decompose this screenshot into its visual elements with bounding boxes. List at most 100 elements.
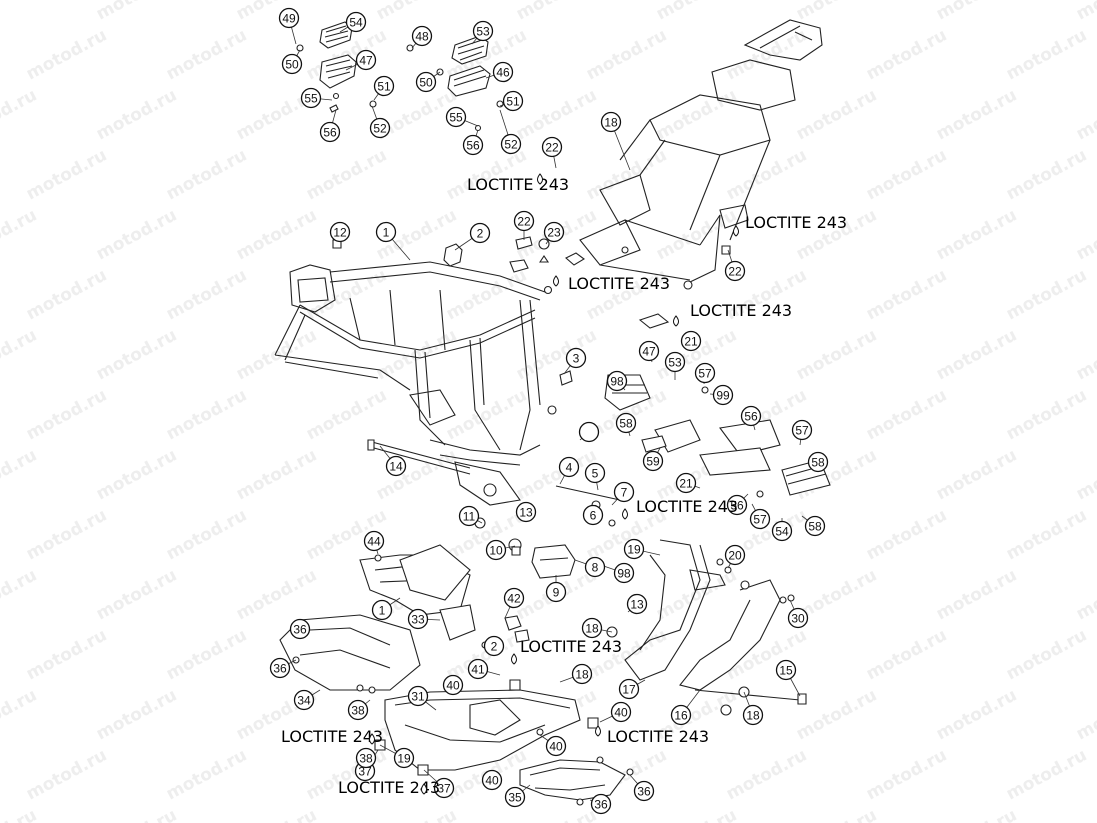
part-callout-51: 51	[502, 90, 524, 112]
callout-number: 98	[610, 375, 624, 389]
callout-circle	[319, 121, 341, 143]
part-callout-15: 15	[775, 659, 797, 681]
callout-number: 22	[545, 141, 559, 155]
callout-number: 53	[668, 356, 682, 370]
callout-circle	[804, 515, 826, 537]
callout-circle	[638, 340, 660, 362]
watermark-text: motod.ru	[933, 445, 1020, 504]
watermark-text: motod.ru	[863, 745, 950, 804]
callout-number: 19	[397, 752, 411, 766]
loctite-text: LOCTITE 243	[520, 637, 622, 656]
callout-circle	[445, 106, 467, 128]
callout-circle	[558, 456, 580, 478]
loctite-text: LOCTITE 243	[467, 175, 569, 194]
part-callout-16: 16	[670, 704, 692, 726]
part-callout-98: 98	[606, 370, 628, 392]
part-callout-50: 50	[281, 53, 303, 75]
part-callout-2: 2	[469, 222, 491, 244]
callout-number: 37	[358, 765, 372, 779]
part-callout-38: 38	[355, 747, 377, 769]
watermark-text: motod.ru	[0, 805, 40, 823]
part-callout-58: 58	[615, 412, 637, 434]
callout-number: 51	[377, 80, 391, 94]
callout-number: 56	[730, 499, 744, 513]
callout-number: 18	[604, 116, 618, 130]
callout-circle	[571, 663, 593, 685]
callout-circle	[543, 221, 565, 243]
callout-number: 58	[808, 520, 822, 534]
watermark-text: motod.ru	[1003, 265, 1090, 324]
callout-circle	[293, 689, 315, 711]
part-callout-11: 11	[458, 505, 480, 527]
callout-number: 47	[642, 345, 656, 359]
part-callout-21: 21	[675, 472, 697, 494]
part-callout-9: 9	[545, 581, 567, 603]
part-callout-7: 7	[613, 481, 635, 503]
part-callout-55: 55	[300, 87, 322, 109]
callout-circle	[742, 704, 764, 726]
loctite-label: LOCTITE 243	[595, 725, 709, 746]
watermark-text: motod.ru	[933, 565, 1020, 624]
watermark-text: motod.ru	[1073, 445, 1097, 504]
part-callout-49: 49	[278, 7, 300, 29]
watermark-text: motod.ru	[513, 805, 600, 823]
callout-number: 31	[411, 690, 425, 704]
callout-number: 36	[637, 785, 651, 799]
callout-number: 40	[614, 706, 628, 720]
callout-number: 99	[716, 389, 730, 403]
watermark-text: motod.ru	[1073, 325, 1097, 384]
part-callout-30: 30	[787, 607, 809, 629]
part-callout-58: 58	[807, 451, 829, 473]
callout-circle	[503, 587, 525, 609]
part-callout-51: 51	[373, 75, 395, 97]
callout-circle	[415, 71, 437, 93]
callout-circle	[300, 87, 322, 109]
watermark-text: motod.ru	[1003, 385, 1090, 444]
callout-number: 23	[547, 226, 561, 240]
callout-number: 54	[775, 525, 789, 539]
callout-number: 3	[573, 352, 580, 366]
watermark-text: motod.ru	[23, 745, 110, 804]
part-callout-56: 56	[740, 405, 762, 427]
callout-circle	[807, 451, 829, 473]
part-callout-13: 13	[515, 501, 537, 523]
watermark-text: motod.ru	[163, 265, 250, 324]
watermark-text: motod.ru	[233, 0, 320, 24]
callout-number: 6	[590, 509, 597, 523]
part-callout-5: 5	[584, 462, 606, 484]
watermark-text: motod.ru	[303, 265, 390, 324]
part-callout-18: 18	[600, 111, 622, 133]
part-callout-52: 52	[500, 133, 522, 155]
watermark-text: motod.ru	[93, 445, 180, 504]
watermark-text: motod.ru	[653, 85, 740, 144]
part-callout-1: 1	[371, 599, 393, 621]
part-callout-12: 12	[329, 221, 351, 243]
callout-number: 42	[507, 592, 521, 606]
callout-number: 50	[419, 76, 433, 90]
callout-number: 55	[449, 111, 463, 125]
callout-circle	[411, 25, 433, 47]
callout-number: 44	[367, 535, 381, 549]
watermark-text: motod.ru	[583, 25, 670, 84]
callout-circle	[355, 747, 377, 769]
callout-number: 1	[379, 604, 386, 618]
part-callout-22: 22	[513, 210, 535, 232]
part-callout-17: 17	[618, 678, 640, 700]
callout-circle	[513, 210, 535, 232]
part-callout-10: 10	[485, 539, 507, 561]
callout-number: 34	[297, 694, 311, 708]
callout-number: 41	[471, 663, 485, 677]
watermark-text: motod.ru	[93, 205, 180, 264]
callout-circle	[664, 351, 686, 373]
watermark-text: motod.ru	[23, 265, 110, 324]
loctite-label: LOCTITE 243	[553, 274, 670, 293]
watermark-text: motod.ru	[23, 145, 110, 204]
part-callout-58: 58	[804, 515, 826, 537]
callout-circle	[483, 635, 505, 657]
loctite-text: LOCTITE 243	[690, 301, 792, 320]
callout-circle	[481, 769, 503, 791]
callout-circle	[462, 134, 484, 156]
callout-circle	[670, 704, 692, 726]
part-callout-35: 35	[504, 786, 526, 808]
callout-number: 20	[728, 549, 742, 563]
